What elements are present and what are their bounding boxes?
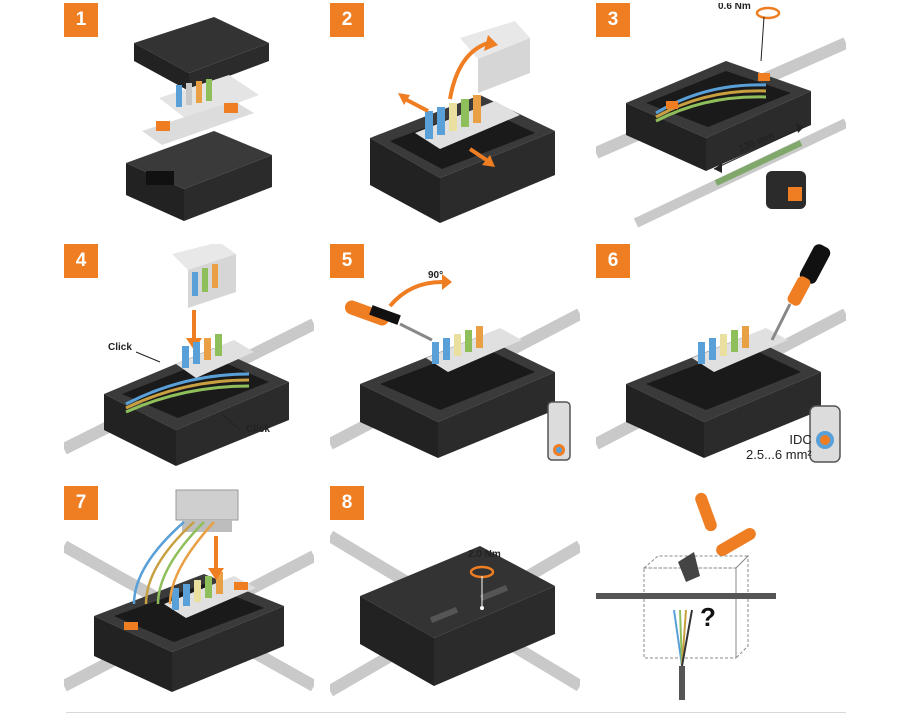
step-badge-1: 1 xyxy=(64,3,98,37)
illustration-cable-entry-stripping xyxy=(596,6,846,228)
step-badge-2: 2 xyxy=(330,3,364,37)
step-badge-4: 4 xyxy=(64,244,98,278)
illustration-cut-cable xyxy=(596,492,776,700)
idc-cross-section: 2.5...6 mm² xyxy=(746,447,812,462)
step-badge-8: 8 xyxy=(330,486,364,520)
idc-title: IDC xyxy=(789,432,812,447)
illustration-wiring-branch xyxy=(64,489,314,692)
illustration-screwdriver-press xyxy=(596,244,846,463)
step-panel-1: 1 xyxy=(64,3,314,233)
final-torque-label: 2.0 Nm xyxy=(468,549,501,560)
step-badge-3: 3 xyxy=(596,3,630,37)
illustration-insert-terminal-click xyxy=(64,244,314,466)
bottom-divider xyxy=(66,712,846,713)
step-badge-7: 7 xyxy=(64,486,98,520)
step-panel-8: 8 2.0 Nm xyxy=(330,486,580,716)
illustration-screwdriver-rotate xyxy=(330,274,580,461)
rotation-angle-label: 90° xyxy=(428,270,444,281)
step-panel-2: 2 xyxy=(330,3,580,233)
step-panel-4: 4 Click Click xyxy=(64,244,314,474)
illustration-exploded-box xyxy=(126,17,272,221)
step-panel-5: 5 90° xyxy=(330,244,580,474)
step-panel-7: 7 xyxy=(64,486,314,716)
step-panel-6: 6 IDC 2.5...6 mm² xyxy=(596,244,846,474)
click-label-bottom: Click xyxy=(246,424,270,435)
panel-cut-cable: ? xyxy=(596,486,846,716)
step-badge-6: 6 xyxy=(596,244,630,278)
illustration-closed-box xyxy=(330,530,580,697)
click-label-top: Click xyxy=(108,342,132,353)
torque-label: 0.6 Nm xyxy=(718,3,751,12)
idc-label: IDC 2.5...6 mm² xyxy=(746,432,812,462)
question-mark: ? xyxy=(700,602,716,632)
illustration-open-box-remove-insert xyxy=(370,21,555,223)
step-badge-5: 5 xyxy=(330,244,364,278)
step-panel-3: 3 0.6 Nm 130 mm xyxy=(596,3,846,233)
